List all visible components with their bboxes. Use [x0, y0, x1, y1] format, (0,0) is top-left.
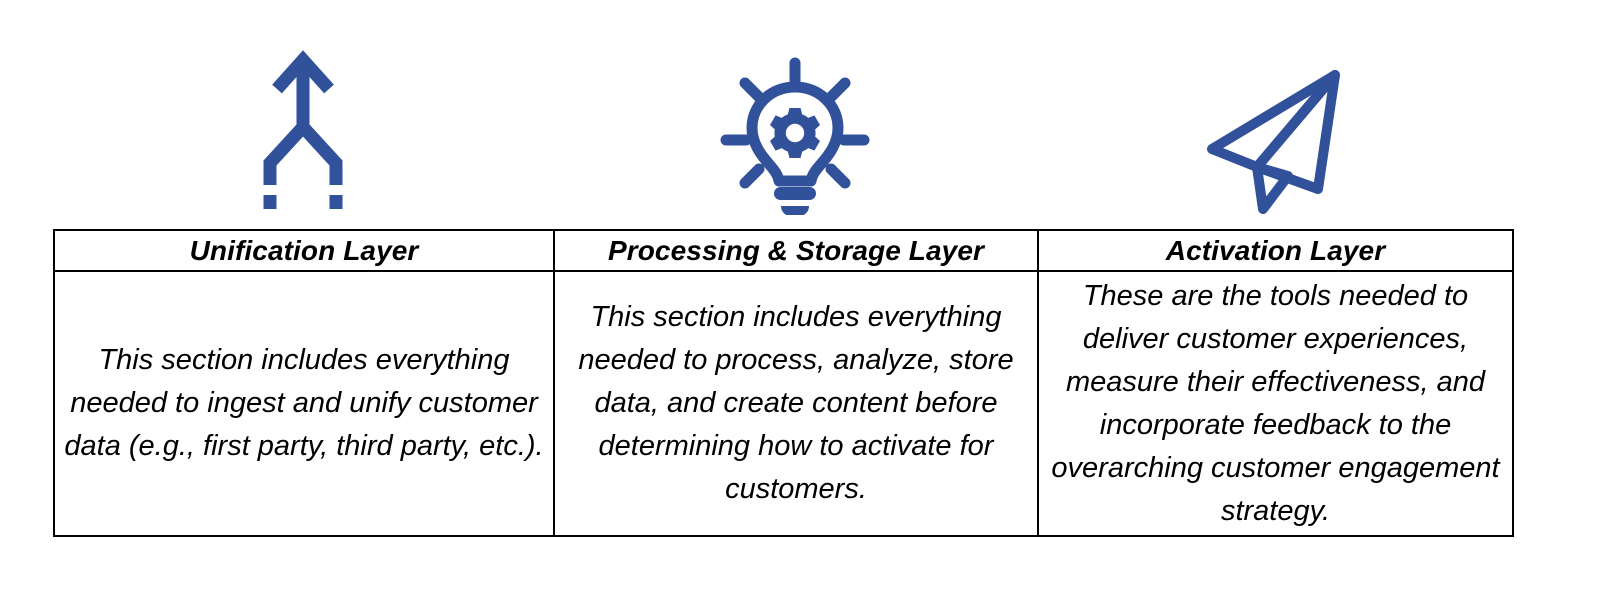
icon-slot-activation	[1037, 20, 1512, 215]
table-header-row: Unification Layer Processing & Storage L…	[53, 229, 1514, 272]
paper-plane-icon	[1206, 70, 1340, 214]
body-cell-unification: This section includes everything needed …	[53, 270, 555, 537]
body-cell-processing: This section includes everything needed …	[553, 270, 1039, 537]
column-body-text: This section includes everything needed …	[578, 301, 1014, 505]
icon-slot-unification	[53, 20, 553, 215]
table-body-row: This section includes everything needed …	[53, 270, 1514, 537]
column-header-label: Processing & Storage Layer	[607, 234, 985, 266]
body-cell-activation: These are the tools needed to deliver cu…	[1037, 270, 1514, 537]
column-header-label: Activation Layer	[1165, 234, 1386, 266]
lightbulb-gear-icon	[720, 57, 870, 215]
column-header-label: Unification Layer	[189, 234, 419, 266]
column-body-text: These are the tools needed to deliver cu…	[1051, 279, 1500, 527]
gear-shape	[770, 108, 820, 158]
icon-band	[53, 20, 1512, 215]
merge-arrow-icon	[263, 50, 343, 212]
column-body-text: This section includes everything needed …	[64, 344, 544, 462]
icon-slot-processing	[553, 20, 1037, 215]
header-cell-activation: Activation Layer	[1037, 229, 1514, 272]
layers-table: Unification Layer Processing & Storage L…	[53, 229, 1514, 537]
bulb-tip	[781, 206, 809, 215]
header-cell-unification: Unification Layer	[53, 229, 555, 272]
bulb-base-bar	[774, 187, 816, 200]
header-cell-processing: Processing & Storage Layer	[553, 229, 1039, 272]
